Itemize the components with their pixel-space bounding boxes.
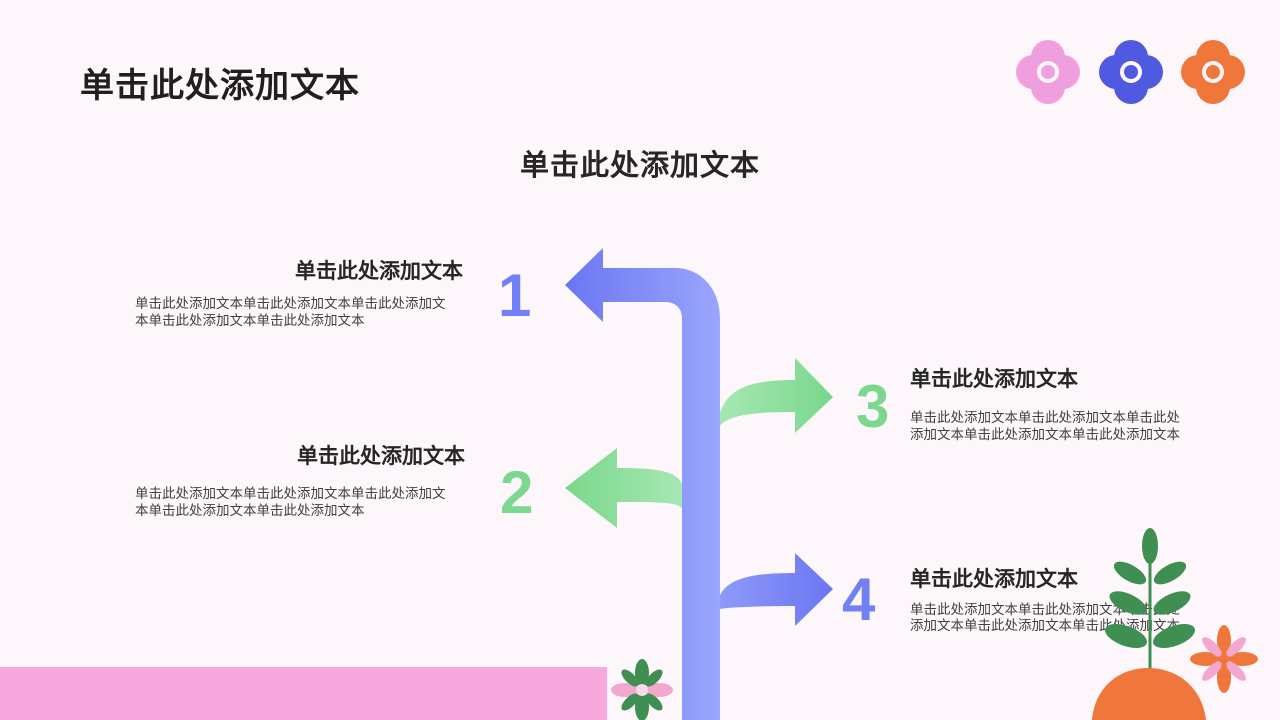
arrow-tree bbox=[565, 248, 833, 720]
item-3: 单击此处添加文本 单击此处添加文本单击此处添加文本单击此处添加文本单击此处添加文… bbox=[910, 363, 1190, 444]
plant-icon bbox=[1092, 528, 1258, 720]
item-3-body[interactable]: 单击此处添加文本单击此处添加文本单击此处添加文本单击此处添加文本单击此处添加文本 bbox=[910, 410, 1180, 443]
small-flower-icon bbox=[611, 659, 673, 720]
pink-flower-icon bbox=[1016, 40, 1080, 104]
item-3-heading[interactable]: 单击此处添加文本 bbox=[910, 367, 1078, 391]
item-1-heading[interactable]: 单击此处添加文本 bbox=[295, 259, 463, 283]
number-3: 3 bbox=[856, 373, 890, 440]
number-1: 1 bbox=[498, 262, 532, 329]
orange-flower-icon bbox=[1181, 40, 1245, 104]
blue-flower-icon bbox=[1099, 40, 1163, 104]
item-2: 单击此处添加文本 单击此处添加文本单击此处添加文本单击此处添加文本单击此处添加文… bbox=[133, 440, 465, 520]
item-1: 单击此处添加文本 单击此处添加文本单击此处添加文本单击此处添加文本单击此处添加文… bbox=[133, 255, 463, 330]
item-2-body[interactable]: 单击此处添加文本单击此处添加文本单击此处添加文本单击此处添加文本单击此处添加文本 bbox=[135, 486, 446, 519]
number-2: 2 bbox=[500, 459, 534, 526]
page-title[interactable]: 单击此处添加文本 bbox=[80, 66, 360, 106]
number-4: 4 bbox=[842, 566, 876, 633]
item-1-body[interactable]: 单击此处添加文本单击此处添加文本单击此处添加文本单击此处添加文本单击此处添加文本 bbox=[135, 296, 446, 329]
center-title[interactable]: 单击此处添加文本 bbox=[519, 148, 760, 182]
item-4-heading[interactable]: 单击此处添加文本 bbox=[910, 567, 1078, 591]
pink-strip bbox=[0, 667, 607, 720]
top-flowers bbox=[1016, 40, 1245, 104]
item-2-heading[interactable]: 单击此处添加文本 bbox=[297, 444, 465, 468]
